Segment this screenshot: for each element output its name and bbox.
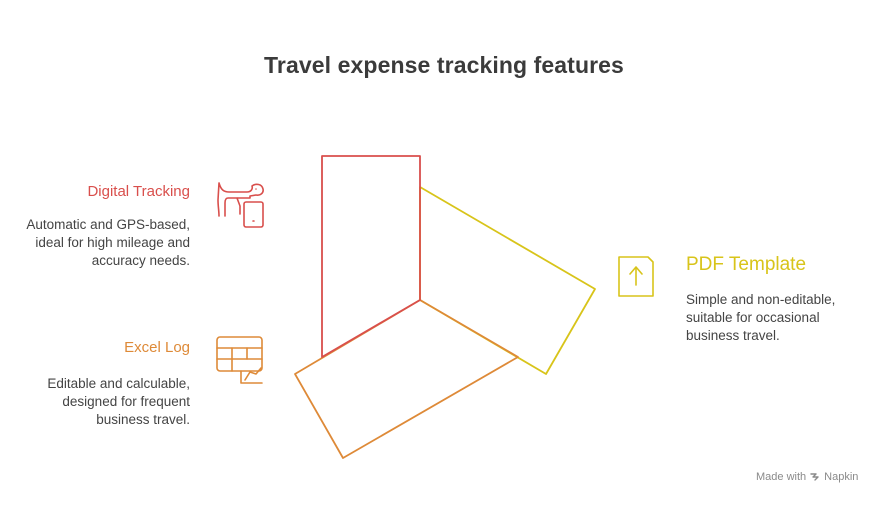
napkin-watermark[interactable]: Made with Napkin bbox=[756, 471, 858, 483]
digital-tracking-description: Automatic and GPS-based, ideal for high … bbox=[26, 217, 190, 268]
excel-log-description: Editable and calculable, designed for fr… bbox=[47, 376, 190, 427]
excel-log-heading: Excel Log bbox=[124, 339, 190, 356]
pdf-template-description: Simple and non-editable, suitable for oc… bbox=[686, 292, 836, 343]
page-title: Travel expense tracking features bbox=[264, 52, 624, 78]
document-upload-icon bbox=[618, 256, 654, 297]
digital-tracking-heading: Digital Tracking bbox=[87, 183, 190, 200]
pdf-template-heading: PDF Template bbox=[686, 254, 807, 275]
pdf-template-panel bbox=[419, 186, 596, 375]
watermark-brand: Napkin bbox=[824, 471, 859, 483]
dog-and-phone-icon bbox=[217, 182, 264, 228]
spreadsheet-chart-icon bbox=[216, 336, 263, 384]
napkin-logo-icon bbox=[810, 473, 819, 481]
excel-log-panel bbox=[294, 299, 519, 459]
watermark-prefix: Made with bbox=[756, 471, 807, 483]
digital-tracking-panel bbox=[321, 155, 421, 358]
